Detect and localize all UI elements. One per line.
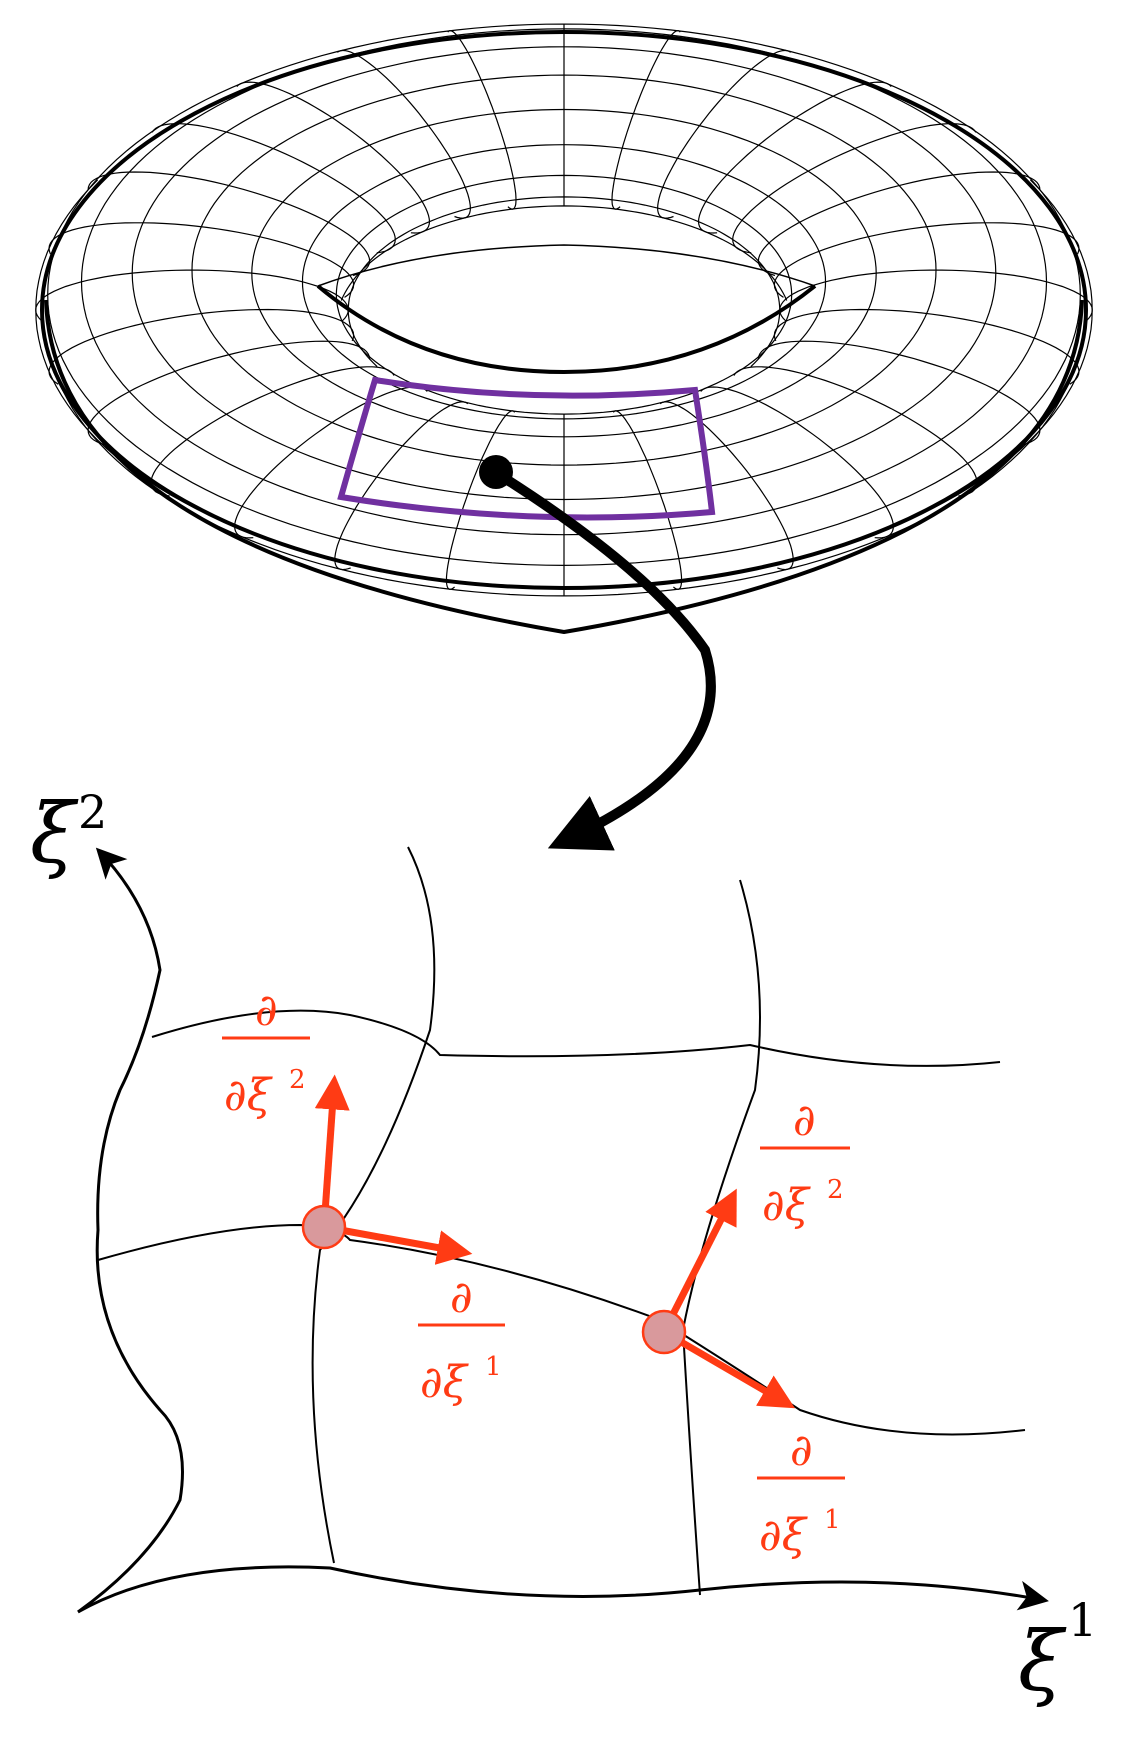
torus-meridian [150,366,395,483]
torus-outline-bottom-rim [44,299,1084,635]
torus-meridian [447,30,517,210]
torus-meridian [48,308,355,372]
torus-parallel [335,174,793,415]
torus-meridian [656,49,791,219]
torus-parallel [347,196,781,368]
torus-meridian [236,81,431,234]
p1-d-dxi2-arrow [314,1074,350,1228]
label-p2-d-dxi2: ∂ ∂ξ 2 [760,1095,850,1231]
frac-denominator-sup: 1 [485,1352,502,1382]
label-p2-d-dxi1: ∂ ∂ξ 1 [757,1425,845,1561]
torus-meridian [733,366,978,483]
frac-numerator: ∂ [450,1272,473,1323]
torus-parallel [340,205,788,301]
grid-curve-xi1-b [681,879,761,1596]
p1-d-dxi1-arrow [323,1223,473,1265]
curved-arrow-icon [479,455,716,851]
frac-denominator: ∂ξ [762,1180,812,1231]
xi1-label-sup: 1 [1068,1593,1097,1647]
torus-meridian [612,410,683,580]
torus-parallel [750,309,781,368]
frac-numerator: ∂ [255,985,278,1036]
torus-meridian [757,171,1041,277]
grid-curve-xi2-b [97,1223,1026,1436]
p2-d-dxi1-arrow [662,1328,796,1409]
torus-meridian [48,371,59,385]
frac-denominator-sup: 2 [827,1175,844,1205]
torus-mesh [35,23,1093,597]
torus-parallel [251,108,877,438]
torus-meridian [234,386,428,527]
xi2-axis-label: ξ 2 [30,785,107,882]
torus-meridian [334,401,469,560]
torus-meridian [611,30,681,210]
frac-numerator: ∂ [793,1095,816,1146]
xi2-axis [77,847,184,1614]
zoom-arrow [493,469,716,851]
xi1-axis [77,1565,1049,1614]
torus-meridian [773,308,1080,372]
xi2-label-base: ξ [30,787,79,882]
torus-meridian [773,222,1080,298]
torus-meridian [337,49,472,219]
torus-parallel [191,74,937,466]
torus-meridian [659,401,794,560]
torus-icon [35,23,1093,635]
torus-hole-back-edge [317,244,816,287]
torus-meridian [445,410,516,580]
xi1-label-base: ξ [1018,1615,1067,1710]
frac-denominator: ∂ξ [420,1357,470,1408]
frac-denominator: ∂ξ [759,1510,809,1561]
grid-curve-xi1-a [311,846,436,1564]
torus-parallel [1029,179,1093,311]
label-p1-d-dxi2: ∂ ∂ξ 2 [222,985,310,1121]
grid-curve-xi2-a [151,1009,1001,1067]
p2-d-dxi2-arrow [660,1188,737,1334]
torus-parallel [47,23,1081,567]
torus-meridian [732,123,977,254]
frac-denominator-sup: 2 [289,1065,306,1095]
frac-numerator: ∂ [790,1425,813,1476]
coordinate-grid [77,846,1049,1614]
torus-parallel [131,46,997,501]
torus-outline-outer [40,30,1088,590]
xi2-label-sup: 2 [78,785,107,839]
selected-patch [337,376,716,521]
torus-meridian [151,123,396,254]
frac-denominator: ∂ξ [224,1070,274,1121]
frac-denominator-sup: 1 [824,1505,841,1535]
point-2 [641,1309,687,1355]
torus-meridian [1069,371,1080,385]
torus-meridian [87,171,371,277]
label-p1-d-dxi1: ∂ ∂ξ 1 [418,1272,505,1408]
torus-hole-front-edge [316,284,817,375]
tangent-vectors [314,1074,796,1409]
xi1-axis-label: ξ 1 [1018,1593,1097,1710]
torus-meridian [48,222,355,298]
point-1 [301,1204,347,1250]
torus-meridian [700,386,894,527]
torus-meridian [697,81,892,234]
